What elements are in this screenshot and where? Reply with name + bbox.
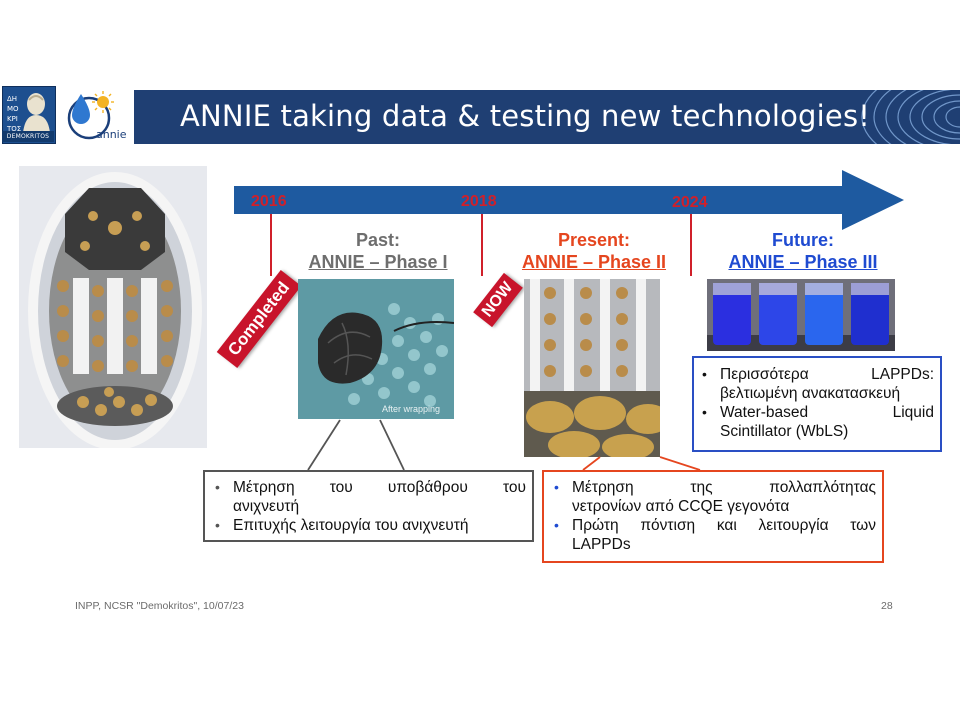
phase3-heading: Future: ANNIE – Phase III <box>716 229 890 273</box>
phase2-heading: Present: ANNIE – Phase II <box>511 229 677 273</box>
list-item: • Επιτυχής λειτουργία του ανιχνευτή <box>209 516 526 535</box>
bullet-icon: • <box>702 404 707 420</box>
list-item-line: Επιτυχής λειτουργία του ανιχνευτή <box>233 517 469 534</box>
svg-text:ΤΟΣ: ΤΟΣ <box>6 125 21 133</box>
list-item-line: Πρώτη πόντιση και λειτουργία των <box>572 517 876 534</box>
phase3-name: ANNIE – Phase III <box>728 252 878 272</box>
tick-2018 <box>481 214 483 276</box>
phase2-connector-left <box>582 456 601 471</box>
demokritos-logo-label: DEMOKRITOS <box>2 131 54 142</box>
phase3-wbls-vials-photo <box>707 279 895 351</box>
page-number: 28 <box>881 600 893 612</box>
phase1-connector-left <box>307 419 341 471</box>
timeline-arrow <box>234 170 904 234</box>
tick-2024 <box>690 214 692 276</box>
list-item-line: Μέτρηση της πολλαπλότητας <box>572 479 876 496</box>
slide-title: ANNIE taking data & testing new technolo… <box>180 99 871 133</box>
phase2-results-box: • Μέτρηση της πολλαπλότητας νετρονίων απ… <box>542 470 884 563</box>
year-2016: 2016 <box>251 193 287 210</box>
phase1-heading: Past: ANNIE – Phase I <box>300 229 456 273</box>
annie-logo-label: annie <box>96 128 127 141</box>
list-item: • Water-based Liquid Scintillator (WbLS) <box>696 403 934 441</box>
phase3-plans-box: • Περισσότερα LAPPDs: βελτιωμένη ανακατα… <box>692 356 942 452</box>
list-item-line: LAPPDs <box>572 536 631 553</box>
list-item-line: Water-based Liquid <box>720 404 934 421</box>
list-item-line: Μέτρηση του υποβάθρου του <box>233 479 526 496</box>
list-item: • Μέτρηση της πολλαπλότητας νετρονίων απ… <box>548 478 876 516</box>
annie-drop-icon <box>67 91 114 140</box>
phase1-results-box: • Μέτρηση του υποβάθρου του ανιχνευτή • … <box>203 470 534 542</box>
svg-text:ΜΟ: ΜΟ <box>7 105 19 113</box>
phase2-detector-photo <box>524 279 670 460</box>
phase3-label: Future: <box>772 230 834 250</box>
footer-source: INPP, NCSR "Demokritos", 10/07/23 <box>75 600 244 612</box>
phase1-connector-right <box>379 419 405 471</box>
bullet-icon: • <box>554 479 559 495</box>
phase2-connector-right <box>659 456 701 471</box>
list-item: • Περισσότερα LAPPDs: βελτιωμένη ανακατα… <box>696 365 934 403</box>
list-item-line: βελτιωμένη ανακατασκευή <box>720 385 901 402</box>
timeline-arrow-shape <box>234 170 904 230</box>
list-item-line: ανιχνευτή <box>233 498 300 515</box>
svg-text:ΔΗ: ΔΗ <box>7 95 17 103</box>
list-item-line: Περισσότερα LAPPDs: <box>720 366 934 383</box>
phase1-label: Past: <box>355 230 400 250</box>
bullet-icon: • <box>554 517 559 533</box>
phase2-name: ANNIE – Phase II <box>521 252 667 272</box>
list-item-line: Scintillator (WbLS) <box>720 423 849 440</box>
phase1-detector-photo: After wrapping <box>298 279 455 419</box>
bullet-icon: • <box>215 517 220 533</box>
list-item-line: νετρονίων από CCQE γεγονότα <box>572 498 790 515</box>
bullet-icon: • <box>702 366 707 382</box>
svg-text:ΚΡΙ: ΚΡΙ <box>7 115 18 123</box>
title-band <box>134 90 960 144</box>
demokritos-bust-icon: ΔΗ ΜΟ ΚΡΙ ΤΟΣ <box>3 87 55 133</box>
list-item: • Μέτρηση του υποβάθρου του ανιχνευτή <box>209 478 526 516</box>
annie-logo <box>57 88 133 144</box>
phase1-name: ANNIE – Phase I <box>308 252 448 272</box>
year-2024: 2024 <box>672 194 708 211</box>
phase2-label: Present: <box>557 230 631 250</box>
list-item: • Πρώτη πόντιση και λειτουργία των LAPPD… <box>548 516 876 554</box>
tick-2016 <box>270 214 272 276</box>
phase1-photo-caption: After wrapping <box>382 404 440 414</box>
bullet-icon: • <box>215 479 220 495</box>
demokritos-logo: ΔΗ ΜΟ ΚΡΙ ΤΟΣ <box>2 86 56 144</box>
wave-rings-decoration <box>861 90 960 144</box>
year-2018: 2018 <box>461 193 497 210</box>
detector-interior-photo <box>19 166 207 450</box>
